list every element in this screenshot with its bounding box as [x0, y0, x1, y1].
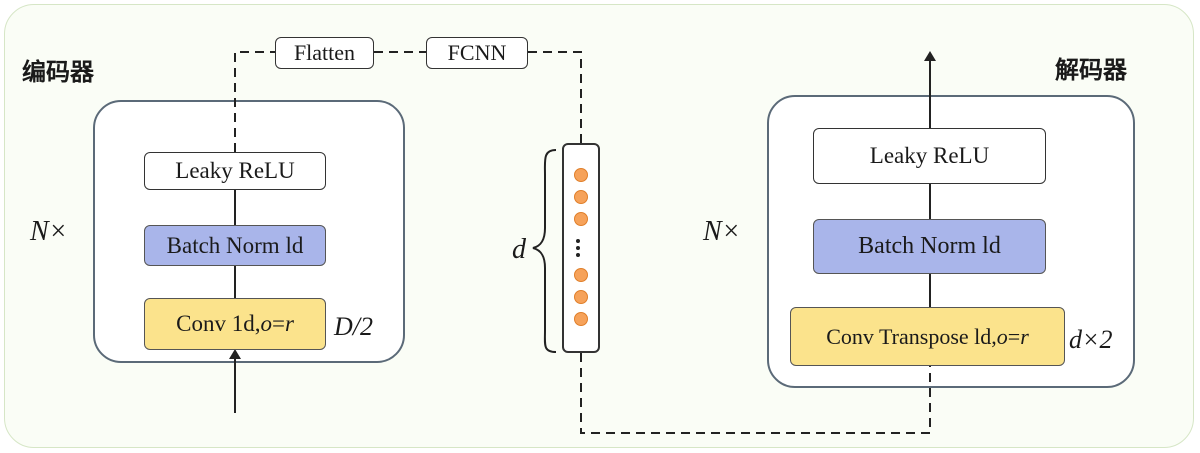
encoder-batchnorm-box: Batch Norm ld [144, 225, 326, 266]
latent-node [574, 212, 588, 226]
encoder-leaky-relu-box: Leaky ReLU [144, 152, 326, 190]
encoder-repeat-label: N× [30, 216, 68, 247]
fcnn-label: FCNN [447, 40, 507, 65]
flatten-box: Flatten [275, 37, 374, 69]
encoder-conv-box: Conv 1d,o=r [144, 298, 326, 350]
decoder-repeat-label: N× [703, 216, 741, 247]
decoder-factor-label: d×2 [1069, 325, 1113, 354]
encoder-leaky-relu-label: Leaky ReLU [175, 158, 295, 183]
decoder-leaky-relu-label: Leaky ReLU [869, 143, 990, 168]
decoder-conv-box: Conv Transpose ld,o=r [790, 307, 1065, 366]
latent-brace [532, 149, 557, 353]
latent-node [574, 312, 588, 326]
encoder-title: 编码器 [22, 58, 94, 86]
encoder-factor-label: D/2 [334, 312, 373, 341]
latent-node [574, 268, 588, 282]
latent-node [574, 290, 588, 304]
decoder-batchnorm-label: Batch Norm ld [858, 233, 1001, 259]
decoder-leaky-relu-box: Leaky ReLU [813, 128, 1046, 184]
encoder-conv-label: Conv 1d,o=r [176, 311, 294, 336]
latent-dim-label: d [512, 234, 526, 265]
latent-node [574, 190, 588, 204]
decoder-title: 解码器 [1055, 56, 1127, 84]
fcnn-box: FCNN [426, 37, 528, 69]
latent-node [574, 168, 588, 182]
flatten-label: Flatten [293, 40, 356, 65]
decoder-batchnorm-box: Batch Norm ld [813, 219, 1046, 274]
decoder-conv-label: Conv Transpose ld,o=r [826, 323, 1029, 349]
latent-ellipsis [576, 239, 582, 260]
encoder-batchnorm-label: Batch Norm ld [166, 232, 304, 258]
encoder-to-latent-dashed [234, 51, 582, 152]
